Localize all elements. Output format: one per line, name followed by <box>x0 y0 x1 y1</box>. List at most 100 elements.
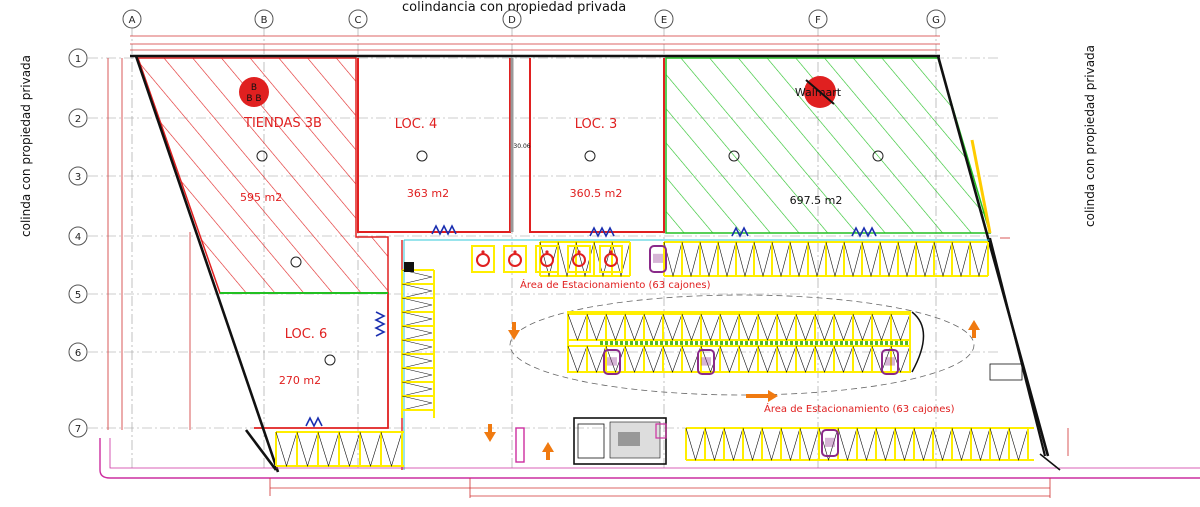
stall-mark <box>735 241 755 278</box>
right-dimension-lines <box>1000 237 1069 456</box>
parking-stalls-top <box>539 241 989 278</box>
stall-mark <box>643 345 664 373</box>
stall-mark <box>317 431 340 468</box>
stall-mark <box>757 345 778 373</box>
bbb-logo: B B B <box>239 77 269 107</box>
bottom-dimension-lines <box>269 478 1051 498</box>
grid-column-label: B <box>261 15 268 26</box>
column-marker <box>728 150 740 162</box>
grid-column-label: F <box>815 15 821 26</box>
grid-bubble <box>68 166 88 186</box>
svg-text:Walmart: Walmart <box>795 86 842 99</box>
stall-mark <box>814 313 835 341</box>
stall-mark <box>833 345 854 373</box>
stall-mark <box>742 427 763 462</box>
accessible-stall <box>471 245 495 273</box>
stall-mark <box>401 297 433 313</box>
stall-mark <box>296 431 319 468</box>
parking-stalls-bottom-left <box>275 431 404 468</box>
car-window <box>825 437 835 447</box>
stall-mark <box>681 241 701 278</box>
unit-name: LOC. 4 <box>395 117 438 132</box>
walmart-logo: Walmart <box>795 76 842 108</box>
stall-mark <box>567 345 588 373</box>
stall-mark <box>795 313 816 341</box>
stall-mark <box>359 431 382 468</box>
stall-mark <box>557 241 577 278</box>
column-marker <box>290 256 302 268</box>
unit-name: LOC. 6 <box>285 327 328 342</box>
stall-mark <box>662 313 683 341</box>
stall-mark <box>593 241 613 278</box>
stall-mark <box>723 427 744 462</box>
car-window <box>701 357 711 366</box>
stall-mark <box>611 241 631 278</box>
grid-bubble <box>68 226 88 246</box>
stall-mark <box>717 241 737 278</box>
stall-mark <box>814 345 835 373</box>
unit-name: LOC. 3 <box>575 117 618 132</box>
stall-mark <box>757 313 778 341</box>
stall-mark <box>586 345 607 373</box>
column-marker <box>416 150 428 162</box>
grid-bubble <box>68 284 88 304</box>
grid-row-label: 2 <box>75 114 81 125</box>
stall-mark <box>843 241 863 278</box>
stall-mark <box>852 313 873 341</box>
stall-mark <box>401 311 433 327</box>
wheelchair-icon <box>540 253 554 267</box>
stall-mark <box>738 345 759 373</box>
stall-mark <box>913 427 934 462</box>
stall-mark <box>897 241 917 278</box>
stall-mark <box>807 241 827 278</box>
accessible-stall <box>567 245 591 273</box>
traffic-arrows <box>484 320 980 460</box>
grid-bubble <box>926 9 946 29</box>
parking-stalls-left <box>401 269 435 418</box>
car-icon <box>881 349 899 375</box>
parking-stalls-bottom <box>685 427 1034 462</box>
stall-mark <box>605 345 626 373</box>
stall-mark <box>776 313 797 341</box>
stall-mark <box>890 313 911 341</box>
grid-bubble <box>68 48 88 68</box>
stall-mark <box>401 283 433 299</box>
grid-column-label: G <box>932 15 940 26</box>
wheelchair-icon <box>577 250 581 254</box>
stall-mark <box>789 241 809 278</box>
stall-mark <box>989 427 1010 462</box>
stall-mark <box>401 353 433 369</box>
stall-mark <box>753 241 773 278</box>
stall-mark <box>275 431 298 468</box>
stall-mark <box>699 241 719 278</box>
stall-mark <box>567 313 588 341</box>
grid-column-label: C <box>355 15 362 26</box>
stall-mark <box>586 313 607 341</box>
stall-mark <box>969 241 989 278</box>
wheelchair-icon <box>481 250 485 254</box>
column-markers <box>256 150 884 366</box>
stall-mark <box>915 241 935 278</box>
grid-row-label: 4 <box>75 232 81 243</box>
parking-stalls-island <box>567 313 911 373</box>
stall-mark <box>338 431 361 468</box>
stall-mark <box>871 313 892 341</box>
stall-mark <box>771 241 791 278</box>
sidewalk <box>99 429 1200 479</box>
grid-column-label: E <box>661 15 667 26</box>
car-window <box>885 357 895 366</box>
wheelchair-icon <box>508 253 522 267</box>
grid-bubble <box>654 9 674 29</box>
loc-3-walls <box>529 58 665 233</box>
stall-mark <box>401 381 433 397</box>
stall-mark <box>605 313 626 341</box>
stall-mark <box>933 241 953 278</box>
loc-6-walls <box>220 292 389 429</box>
stall-mark <box>875 427 896 462</box>
grid-row-label: 1 <box>75 54 81 65</box>
stall-mark <box>970 427 991 462</box>
stall-mark <box>761 427 782 462</box>
stall-mark <box>700 345 721 373</box>
grid-row-label: 7 <box>75 424 81 435</box>
car-window <box>607 357 617 366</box>
